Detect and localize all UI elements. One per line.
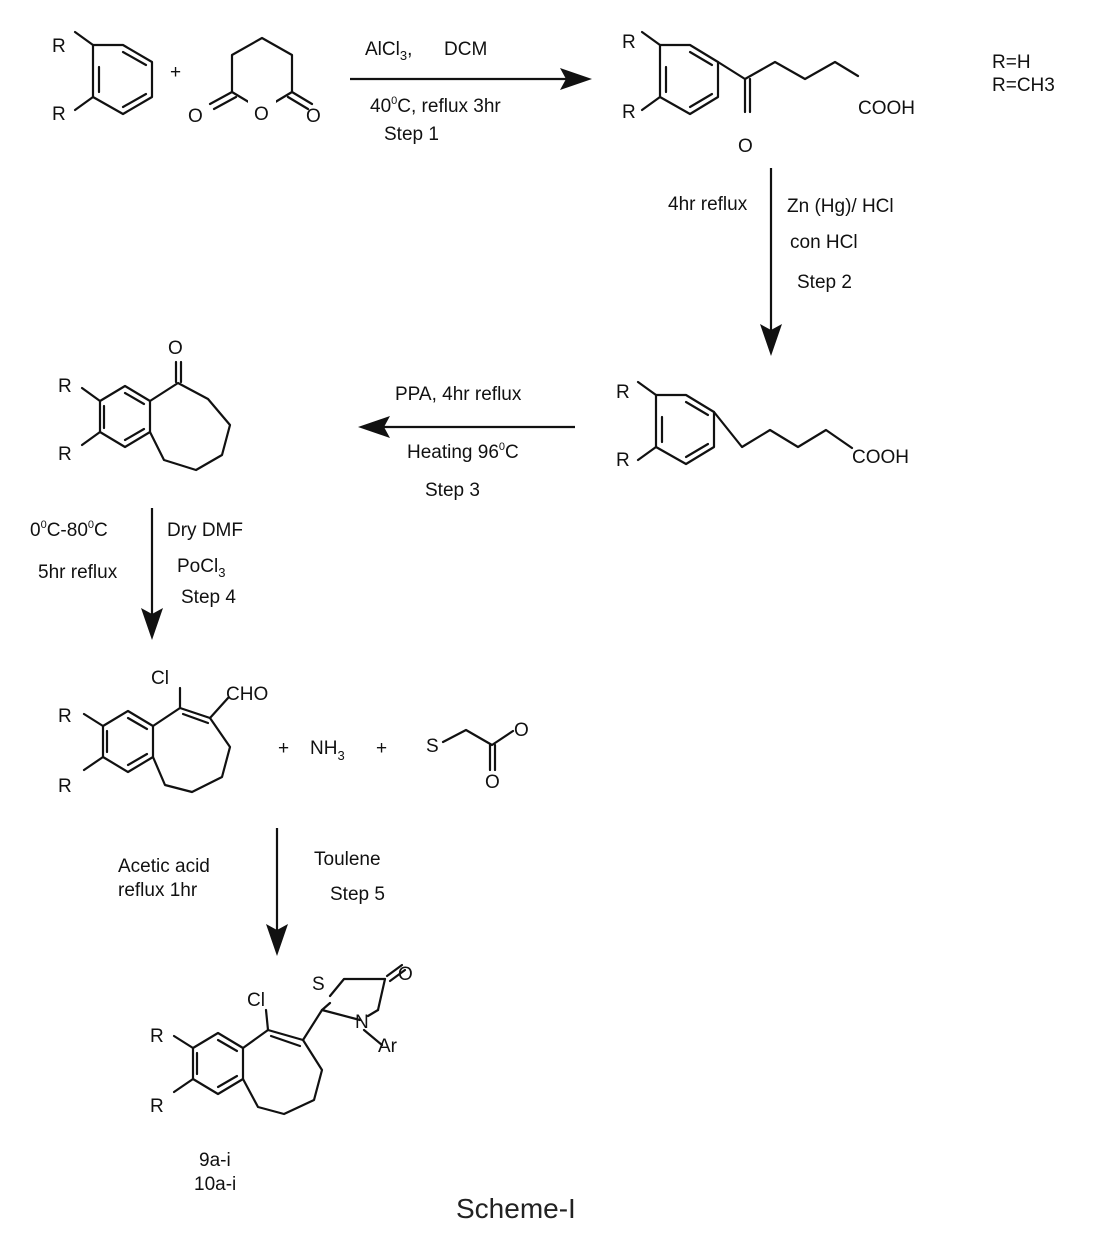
atom-o: O [398, 964, 413, 985]
product-code-10: 10a-i [194, 1174, 236, 1195]
step2-reagent: Zn (Hg)/ HCl [787, 196, 894, 217]
reactant-dialkylbenzene: R R [52, 30, 154, 125]
step5-solvent: Toulene [314, 849, 381, 870]
group-cooh: COOH [852, 447, 909, 468]
substituent-r: R [52, 104, 66, 125]
step5-label: Step 5 [330, 884, 385, 905]
product-benzosuberone: O R R [58, 338, 232, 472]
step3-heating: Heating 960C [407, 441, 519, 463]
product-code-9: 9a-i [199, 1150, 231, 1171]
atom-o: O [306, 106, 321, 127]
group-ar: Ar [378, 1036, 398, 1057]
legend-r-h: R=H [992, 52, 1031, 73]
substituent-r: R [616, 382, 630, 403]
plus-sign: + [278, 738, 289, 759]
step4-temperature: 00C-800C [30, 519, 108, 541]
plus-sign: + [170, 62, 181, 83]
substituent-r: R [622, 102, 636, 123]
substituent-r: R [58, 444, 72, 465]
atom-o: O [485, 772, 500, 793]
atom-cl: Cl [247, 990, 265, 1011]
atom-cl: Cl [151, 668, 169, 689]
substituent-r: R [58, 706, 72, 727]
group-cho: CHO [226, 684, 268, 705]
step3-arrow [358, 416, 575, 438]
atom-o: O [168, 338, 183, 359]
atom-o: O [514, 720, 529, 741]
product-aryl-pentanoic-acid: R R COOH [616, 380, 909, 471]
substituent-r: R [58, 376, 72, 397]
plus-sign: + [376, 738, 387, 759]
substituent-r: R [52, 36, 66, 57]
step5-reagent: Acetic acid [118, 856, 210, 877]
atom-s: S [426, 736, 439, 757]
step4-label: Step 4 [181, 587, 236, 608]
step2-label: Step 2 [797, 272, 852, 293]
step4-reagent: Dry DMF [167, 520, 243, 541]
step1-reagent-alcl3: AlCl3, [365, 39, 412, 63]
legend-r-ch3: R=CH3 [992, 75, 1055, 96]
atom-s: S [312, 974, 325, 995]
step1-label: Step 1 [384, 124, 439, 145]
group-cooh: COOH [858, 98, 915, 119]
step2-reagent-2: con HCl [790, 232, 858, 253]
atom-o: O [738, 136, 753, 157]
step1-arrow [350, 68, 592, 90]
substituent-r: R [150, 1096, 164, 1117]
reagent-thioglycolic-fragment: S O O [426, 720, 529, 793]
step1-reagent-dcm: DCM [444, 39, 487, 60]
atom-o: O [188, 106, 203, 127]
step4-time: 5hr reflux [38, 562, 118, 583]
substituent-r: R [622, 32, 636, 53]
reagent-ammonia: NH3 [310, 738, 345, 763]
reactant-glutaric-anhydride: O O O [188, 36, 321, 127]
substituent-r: R [616, 450, 630, 471]
scheme-caption: Scheme-I [456, 1193, 576, 1224]
step2-arrow [760, 168, 782, 356]
product-chloro-aldehyde: Cl CHO R R [58, 668, 268, 797]
step5-reagent-2: reflux 1hr [118, 880, 198, 901]
step5-arrow [266, 828, 288, 956]
final-product-thiazolidinone: S O N Ar Cl R R [150, 963, 413, 1117]
step2-time: 4hr reflux [668, 194, 748, 215]
step3-label: Step 3 [425, 480, 480, 501]
substituent-r: R [58, 776, 72, 797]
step4-reagent-2: PoCl3 [177, 556, 225, 580]
step1-temperature: 400C, reflux 3hr [370, 95, 501, 117]
step4-arrow [141, 508, 163, 640]
atom-n: N [355, 1012, 369, 1033]
substituent-r: R [150, 1026, 164, 1047]
product-keto-acid: R R O COOH [622, 30, 915, 157]
step3-reagent: PPA, 4hr reflux [395, 384, 522, 405]
atom-o: O [254, 104, 269, 125]
